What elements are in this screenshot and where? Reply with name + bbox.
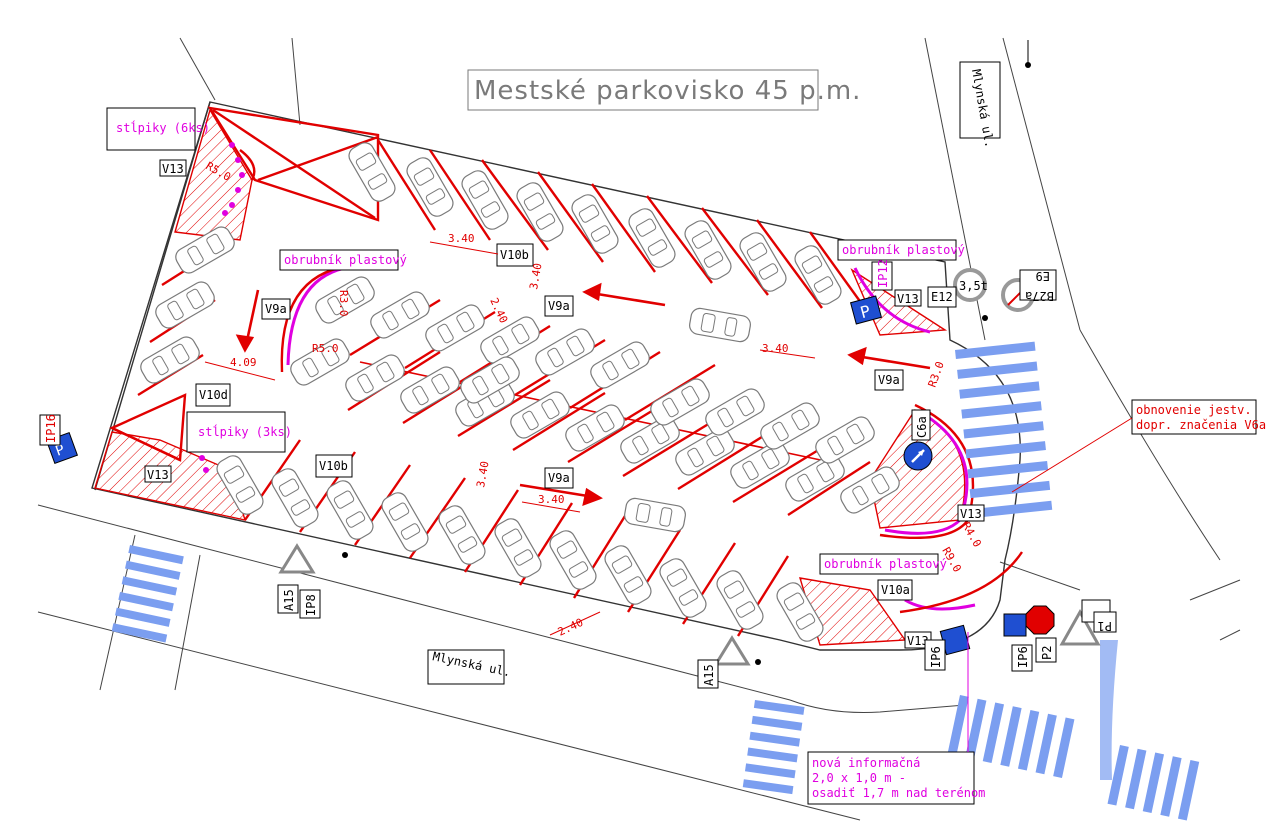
dim-r30-b: R3.0 (926, 360, 947, 389)
label-ip12: IP12 (876, 259, 890, 288)
label-e9: E9 (1036, 269, 1050, 283)
label-p2: P2 (1040, 646, 1054, 660)
dim-r40: R4.0 (959, 520, 984, 549)
label-v9a-a: V9a (265, 302, 287, 316)
weight-limit-sign-icon (953, 268, 987, 302)
label-v13-c: V13 (897, 292, 919, 306)
dim-340-d: 3.40 (474, 460, 491, 488)
note-posts6: stĺpiky (6ks) (106, 107, 210, 151)
label-ip16: IP16 (44, 414, 58, 443)
note-renew: obnovenie jestv. dopr. značenia V6a (1011, 399, 1266, 493)
label-v13-d: V13 (960, 507, 982, 521)
label-ip8: IP8 (304, 594, 318, 616)
svg-text:obrubník plastový: obrubník plastový (824, 557, 947, 571)
pedestrian-crossings (111, 341, 1200, 821)
label-v13-e: V13 (907, 634, 929, 648)
note-curb-top-right: obrubník plastový (837, 239, 965, 261)
street-label-south: Mlynská ul. (427, 649, 512, 685)
street-label-north: Mlynská ul. (959, 61, 1001, 149)
title-block: Mestské parkovisko 45 p.m. (467, 69, 861, 111)
label-v10b-b: V10b (319, 459, 348, 473)
svg-text:nová informačná: nová informačná (812, 756, 920, 770)
svg-text:dopr. značenia V6a: dopr. značenia V6a (1136, 418, 1266, 432)
road-edges (37, 37, 1241, 821)
label-v9a-d: V9a (548, 471, 570, 485)
svg-text:obnovenie jestv.: obnovenie jestv. (1136, 403, 1252, 417)
label-b27a: B27a (1025, 289, 1054, 303)
note-info-board: nová informačná 2,0 x 1,0 m - osadiť 1,7… (807, 632, 985, 805)
svg-text:obrubník plastový: obrubník plastový (842, 243, 965, 257)
dim-340-e: 3.40 (538, 493, 565, 506)
dim-r30-a: R3.0 (337, 290, 350, 317)
dim-340-b: 3.40 (527, 262, 544, 290)
label-p1: P1 (1098, 619, 1112, 633)
label-ip6-b: IP6 (1016, 646, 1030, 668)
warning-triangle-a15-icon (278, 543, 316, 574)
label-v13-b: V13 (147, 468, 169, 482)
label-weight-limit: 3,5t (959, 279, 988, 293)
dim-340-a: 3.40 (448, 232, 475, 245)
svg-text:osadiť 1,7 m nad terénom: osadiť 1,7 m nad terénom (812, 786, 985, 800)
sign-c6a-direction-icon (903, 441, 933, 471)
svg-text:obrubník plastový: obrubník plastový (284, 253, 407, 267)
note-curb-left: obrubník plastový (279, 249, 407, 271)
note-posts3: stĺpiky (3ks) (186, 411, 292, 453)
label-v10d: V10d (199, 388, 228, 402)
svg-text:2,0 x 1,0 m -: 2,0 x 1,0 m - (812, 771, 906, 785)
yield-sign-icon (1059, 608, 1101, 646)
plan-title: Mestské parkovisko 45 p.m. (474, 76, 861, 106)
label-a15-b: A15 (702, 664, 716, 686)
stop-sign-icon (1025, 605, 1055, 635)
restricted-x (109, 106, 380, 462)
marking-labels: V13 V13 V13 V13 V13 V10b V10b V10d V10a … (39, 159, 1117, 689)
warning-triangle-a15-south-icon (713, 635, 751, 666)
label-v9a-c: V9a (878, 373, 900, 387)
dim-240-b: 2.40 (556, 616, 586, 639)
sign-ip6-crossing-icon (1003, 613, 1027, 637)
label-v9a-b: V9a (548, 299, 570, 313)
label-c6a: C6a (915, 416, 929, 438)
label-ip6-a: IP6 (929, 646, 943, 668)
dim-340-c: 3.40 (762, 342, 789, 355)
label-v10a: V10a (881, 583, 910, 597)
svg-text:stĺpiky (3ks): stĺpiky (3ks) (198, 424, 292, 439)
label-v13-a: V13 (162, 162, 184, 176)
label-v10b-a: V10b (500, 248, 529, 262)
svg-text:stĺpiky (6ks): stĺpiky (6ks) (116, 120, 210, 135)
label-e12: E12 (931, 290, 953, 304)
label-a15-a: A15 (282, 589, 296, 611)
misc-markers (342, 40, 1031, 665)
direction-arrows (235, 282, 931, 507)
note-curb-bottom: obrubník plastový (819, 553, 947, 575)
sign-p-parking-icon: P (849, 295, 883, 325)
dim-r50-b: R5.0 (312, 342, 339, 355)
dim-409: 4.09 (230, 356, 257, 369)
dim-240-a: 2.40 (487, 296, 510, 326)
